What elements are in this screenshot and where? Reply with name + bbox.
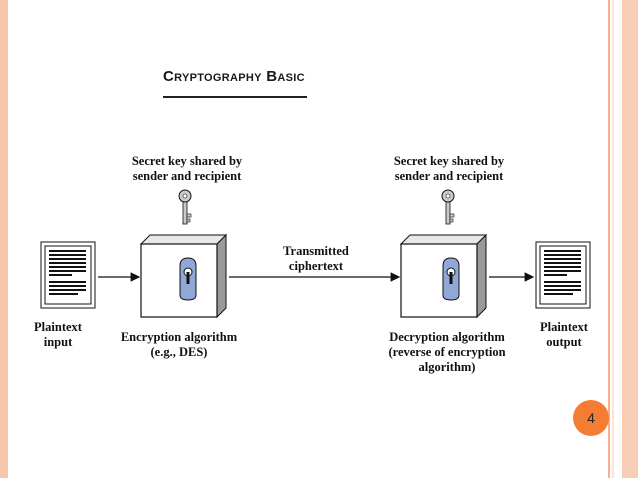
secret-key-left-label: Secret key shared by sender and recipien… (131, 154, 243, 183)
transmitted-ciphertext-label: Transmitted ciphertext (283, 244, 349, 273)
decryption-lock-icon (442, 257, 460, 301)
plaintext-output-label: Plaintext output (540, 320, 588, 349)
plaintext-output-document-icon (535, 241, 591, 309)
page-number-badge: 4 (573, 400, 609, 436)
plaintext-input-document-icon (40, 241, 96, 309)
slide-frame-right-inner (612, 0, 614, 478)
secret-key-right-icon (441, 189, 455, 225)
slide-title: Cryptography Basic (163, 68, 307, 98)
slide-frame-right-line (608, 0, 610, 478)
encryption-algorithm-label: Encryption algorithm (e.g., DES) (120, 330, 238, 359)
slide-frame-left (0, 0, 8, 478)
secret-key-right-label: Secret key shared by sender and recipien… (393, 154, 505, 183)
plaintext-input-label: Plaintext input (34, 320, 82, 349)
encryption-box (139, 233, 228, 319)
secret-key-left-icon (178, 189, 192, 225)
encryption-lock-icon (179, 257, 197, 301)
slide-frame-right (622, 0, 638, 478)
slide-title-text: Cryptography Basic (163, 68, 305, 85)
decryption-algorithm-label: Decryption algorithm (reverse of encrypt… (388, 330, 506, 374)
decryption-box (399, 233, 488, 319)
